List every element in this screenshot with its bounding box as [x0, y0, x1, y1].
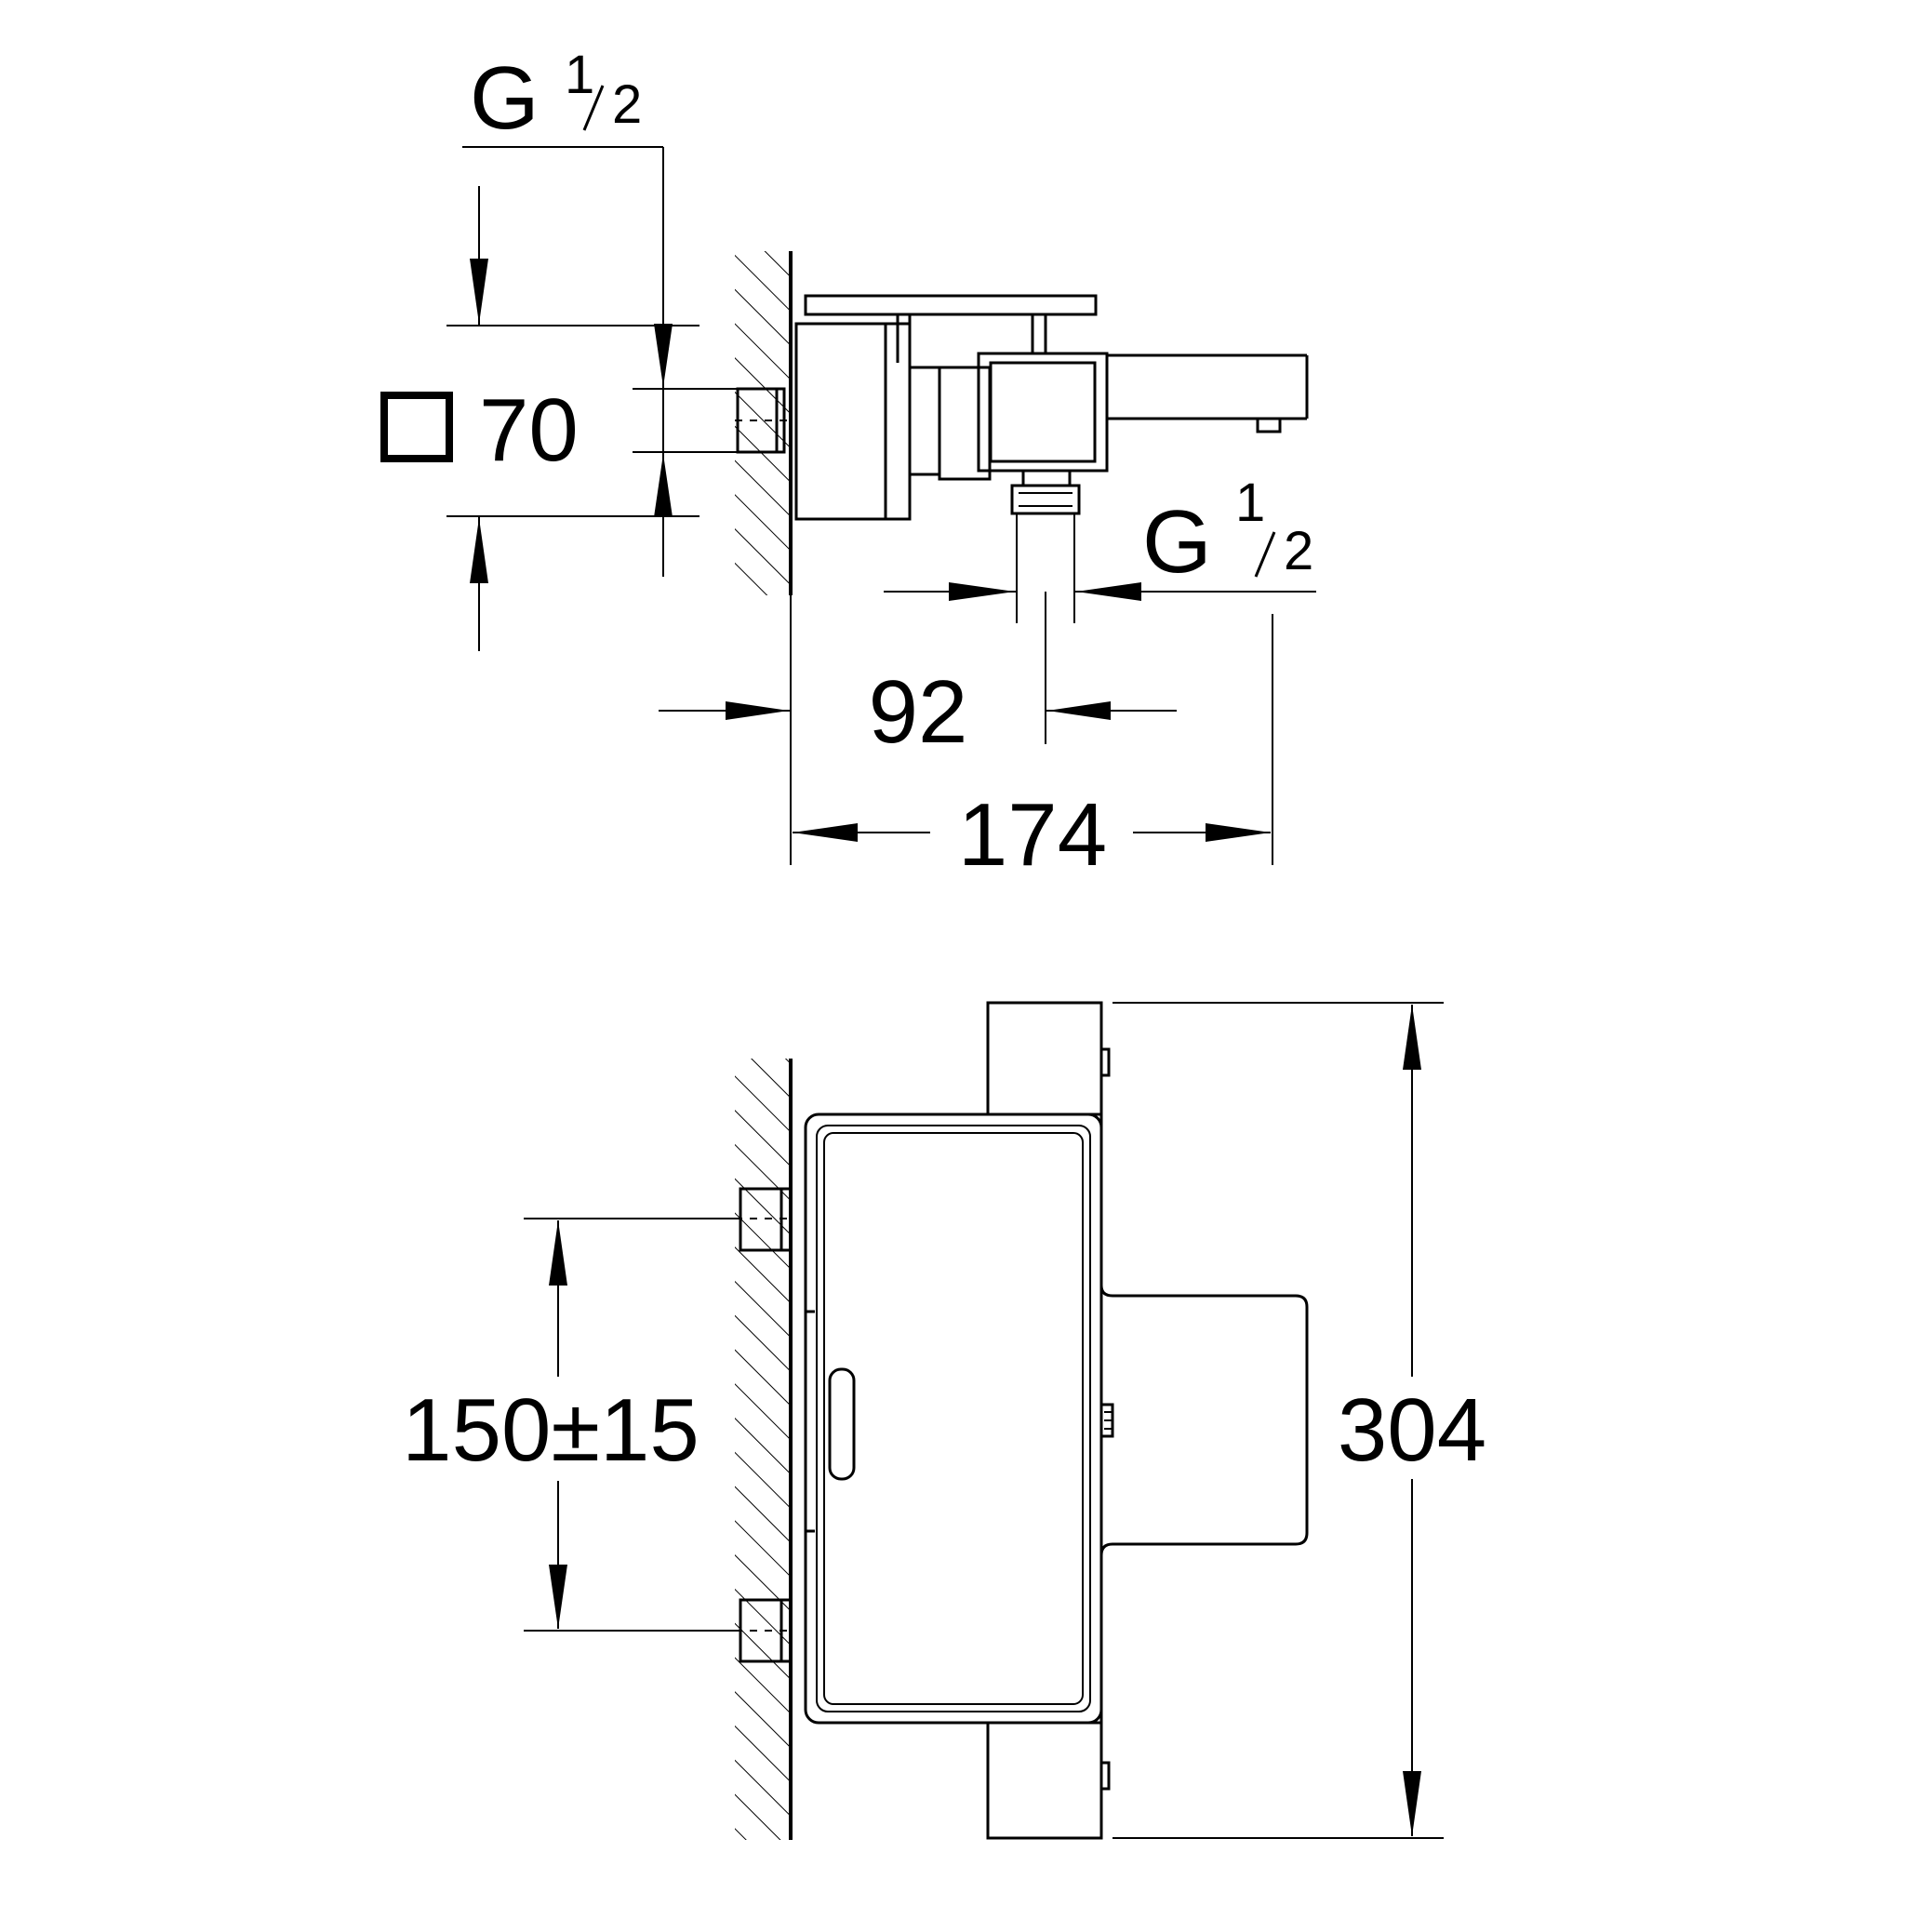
inlet-thread-num: 1: [565, 45, 594, 105]
mixer-front-panel: [804, 1113, 1103, 1725]
outlet-thread-num: 1: [1235, 473, 1265, 533]
height-dimension: 304: [1113, 1002, 1486, 1839]
inlet-spacing-dimension: 150±15: [402, 1218, 740, 1632]
inlet-thread-prefix: G: [470, 48, 540, 148]
outlet-offset-dimension: 92: [659, 592, 1177, 865]
inlet-thread-callout: G 1 2: [462, 45, 739, 577]
outlet-thread-callout: G 1 2: [884, 473, 1316, 623]
mixer-side-profile: [794, 294, 1309, 521]
outlet-thread-prefix: G: [1142, 492, 1212, 592]
panel-handle: [828, 1367, 856, 1481]
square-symbol-icon: [380, 392, 453, 462]
side-view: 70 G 1 2 G 1 2: [380, 45, 1316, 885]
mixer-spine: [986, 1001, 1309, 1840]
inlet-spacing-label: 150±15: [402, 1380, 700, 1480]
outlet-thread-den: 2: [1284, 521, 1313, 581]
outlet-offset-label: 92: [869, 662, 968, 762]
height-label: 304: [1338, 1380, 1486, 1480]
inlet-fitting-side: [735, 387, 791, 454]
projection-label: 174: [958, 785, 1107, 885]
square-size-label: 70: [479, 380, 579, 480]
wall-front: [735, 1059, 793, 1840]
inlet-thread-den: 2: [612, 74, 642, 135]
front-view: 150±15 304: [402, 1001, 1486, 1840]
wall-side: [735, 251, 793, 595]
projection-dimension: 174: [793, 614, 1273, 885]
square-70-callout: 70: [380, 186, 700, 651]
